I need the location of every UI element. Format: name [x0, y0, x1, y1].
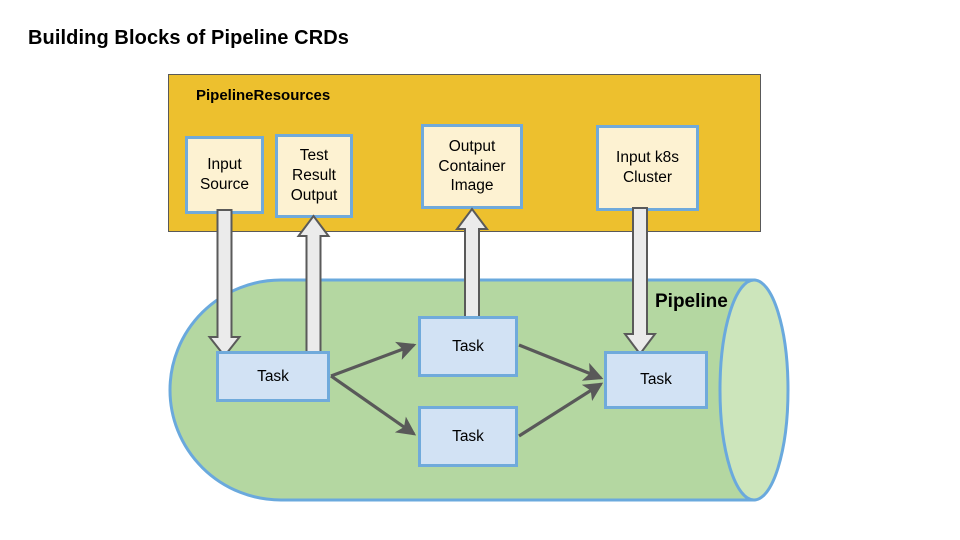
task-box-label: Task: [257, 367, 289, 385]
task-box-1[interactable]: Task: [216, 351, 330, 402]
arrow-task2-to-output-image: [455, 207, 489, 325]
connector-task2-to-task4: [518, 343, 604, 381]
pipeline-cylinder-end-cap: [718, 278, 790, 502]
task-box-4[interactable]: Task: [604, 351, 708, 409]
task-box-3[interactable]: Task: [418, 406, 518, 467]
connector-task3-to-task4: [518, 382, 604, 438]
connector-task1-to-task2: [330, 341, 417, 378]
pipeline-label: Pipeline: [655, 291, 728, 312]
task-box-label: Task: [452, 337, 484, 355]
arrow-input-k8s-to-task4: [623, 207, 657, 356]
pipeline-resources-label: PipelineResources: [196, 87, 331, 104]
arrow-task1-to-test-result: [296, 214, 331, 355]
task-box-2[interactable]: Task: [418, 316, 518, 377]
arrow-input-source-to-task1: [207, 209, 242, 358]
task-box-label: Task: [452, 427, 484, 445]
connector-task1-to-task3: [330, 374, 417, 436]
page-title: Building Blocks of Pipeline CRDs: [28, 27, 350, 49]
task-box-label: Task: [640, 371, 672, 388]
